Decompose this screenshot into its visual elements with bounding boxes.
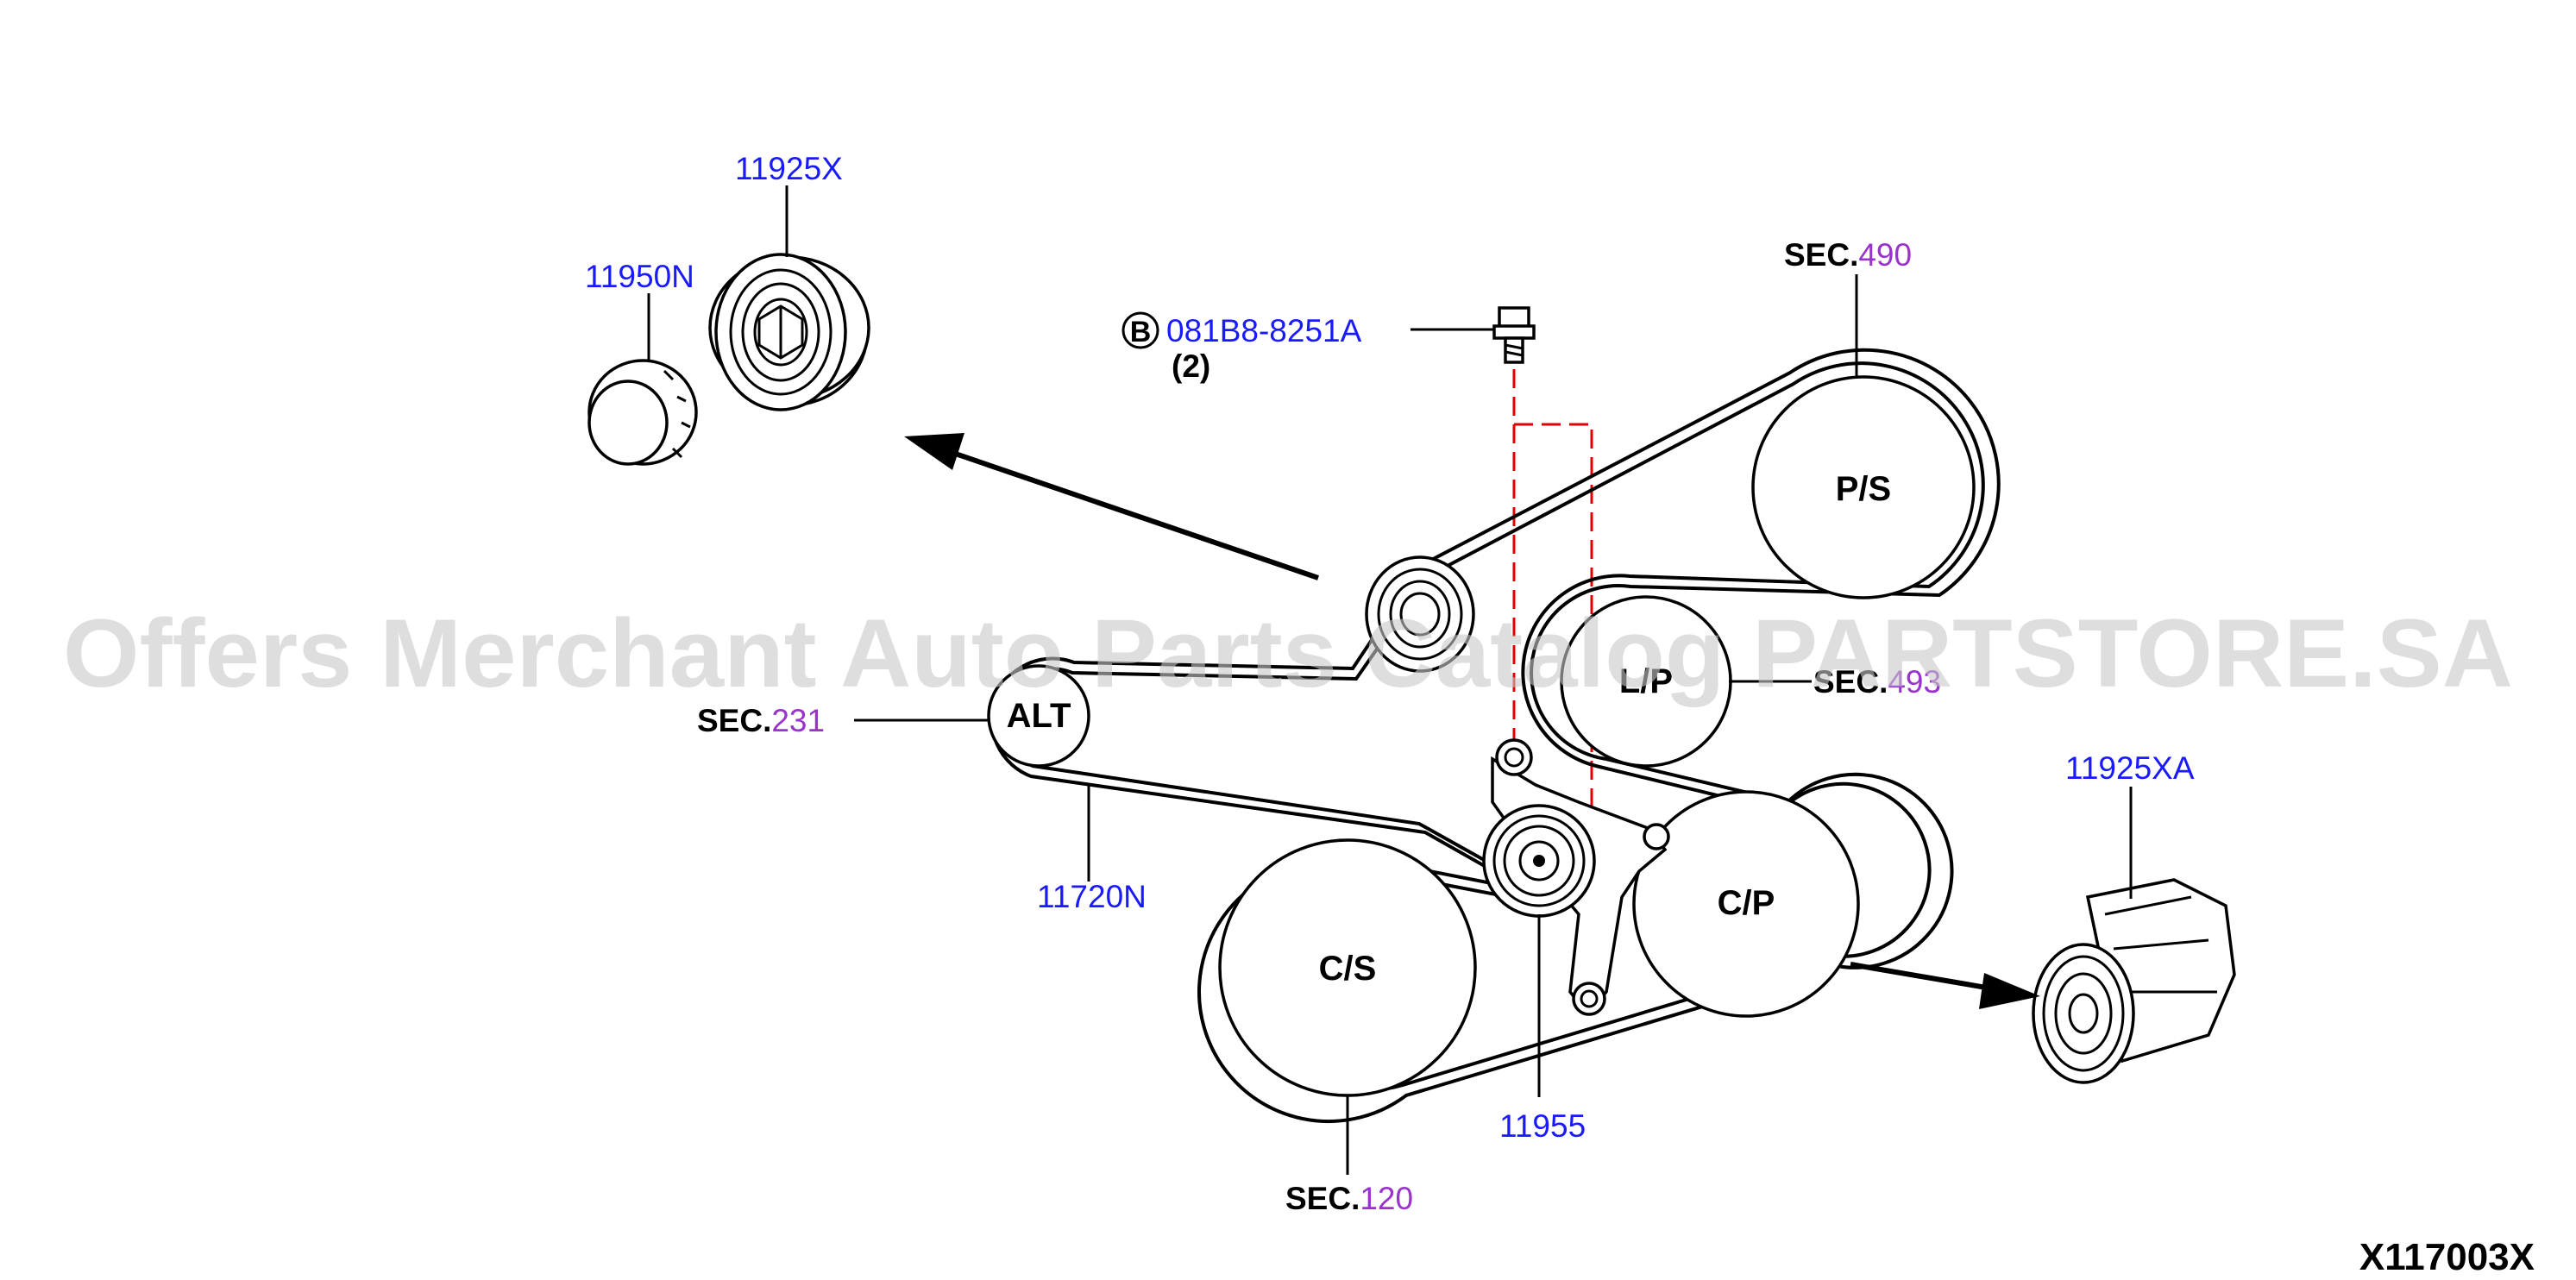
label-bolt-quantity: (2) [1172, 348, 1210, 384]
label-sec-493[interactable]: SEC.493 [1813, 664, 1941, 700]
idler-pulley-11925x[interactable] [708, 253, 870, 411]
pump-11925xa[interactable] [2032, 878, 2236, 1084]
label-11950n[interactable]: 11950N [585, 259, 694, 294]
watermark: Offers Merchant Auto Parts Catalog PARTS… [63, 599, 2513, 707]
explode-arrow-pump [1850, 962, 2040, 1009]
pulley-cp-label: C/P [1718, 884, 1775, 922]
pulley-crankshaft[interactable]: C/S [1218, 838, 1477, 1097]
label-sec-490[interactable]: SEC.490 [1784, 237, 1912, 273]
idler-pulley-installed[interactable] [1365, 555, 1475, 673]
bolt-guide-lines [1512, 369, 1593, 1001]
pulley-cs-label: C/S [1319, 950, 1377, 988]
explode-arrow-idler [904, 433, 1319, 580]
label-081b8-8251a[interactable]: 081B8-8251A [1166, 313, 1362, 348]
bolt-b-letter: B [1130, 316, 1152, 348]
dust-cap-11950n[interactable] [587, 359, 698, 466]
pulley-lp[interactable]: L/P [1560, 595, 1732, 768]
pulley-power-steering[interactable]: P/S [1751, 375, 1976, 599]
pulley-lp-label: L/P [1619, 662, 1673, 700]
label-11925xa[interactable]: 11925XA [2065, 750, 2195, 786]
label-11925x[interactable]: 11925X [735, 151, 843, 186]
tensioner-11955[interactable] [1482, 738, 1670, 1016]
pulley-compressor[interactable]: C/P [1632, 790, 1860, 1018]
label-11720n[interactable]: 11720N [1037, 879, 1147, 914]
pulley-alt-label: ALT [1007, 697, 1071, 735]
label-sec-231[interactable]: SEC.231 [697, 703, 825, 738]
bolt-b-marker: B [1122, 311, 1159, 349]
label-sec-120[interactable]: SEC.120 [1285, 1181, 1413, 1216]
label-11955[interactable]: 11955 [1499, 1108, 1586, 1144]
pulley-alternator[interactable]: ALT [987, 664, 1090, 768]
diagram-code: X117003X [2359, 1236, 2535, 1278]
pulley-ps-label: P/S [1836, 470, 1891, 508]
bolt-081b8-8251a[interactable] [1492, 306, 1536, 364]
